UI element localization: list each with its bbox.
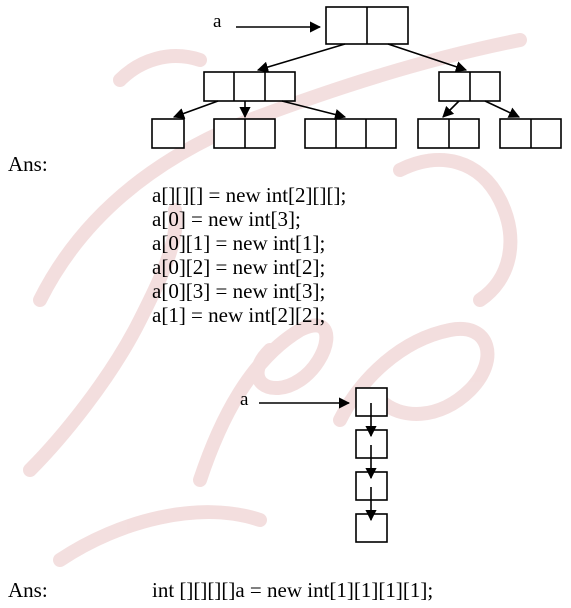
answer-1-label: Ans:	[8, 152, 48, 176]
leaf-array-3	[304, 118, 397, 149]
leaf-array-1	[151, 118, 185, 149]
answer-2-label: Ans:	[8, 578, 48, 602]
pointer-label-a: a	[240, 389, 249, 410]
chain-array-1	[355, 387, 388, 417]
answer-2-code: int [][][][]a = new int[1][1][1][1];	[152, 578, 434, 602]
array-tree-diagram: a	[151, 6, 562, 149]
left-subarray	[203, 71, 296, 102]
code-line: a[1] = new int[2][2];	[152, 303, 326, 327]
pointer-label-a: a	[213, 11, 222, 32]
code-line: a[0] = new int[3];	[152, 207, 301, 231]
chain-array-3	[355, 471, 388, 501]
chain-array-2	[355, 429, 388, 459]
code-line: a[0][2] = new int[2];	[152, 255, 326, 279]
chain-array-4	[355, 513, 388, 543]
code-line: a[0][1] = new int[1];	[152, 231, 326, 255]
code-line: a[][][] = new int[2][][];	[152, 183, 347, 207]
answer-1-code: a[][][] = new int[2][][]; a[0] = new int…	[152, 183, 346, 327]
code-line: a[0][3] = new int[3];	[152, 279, 326, 303]
